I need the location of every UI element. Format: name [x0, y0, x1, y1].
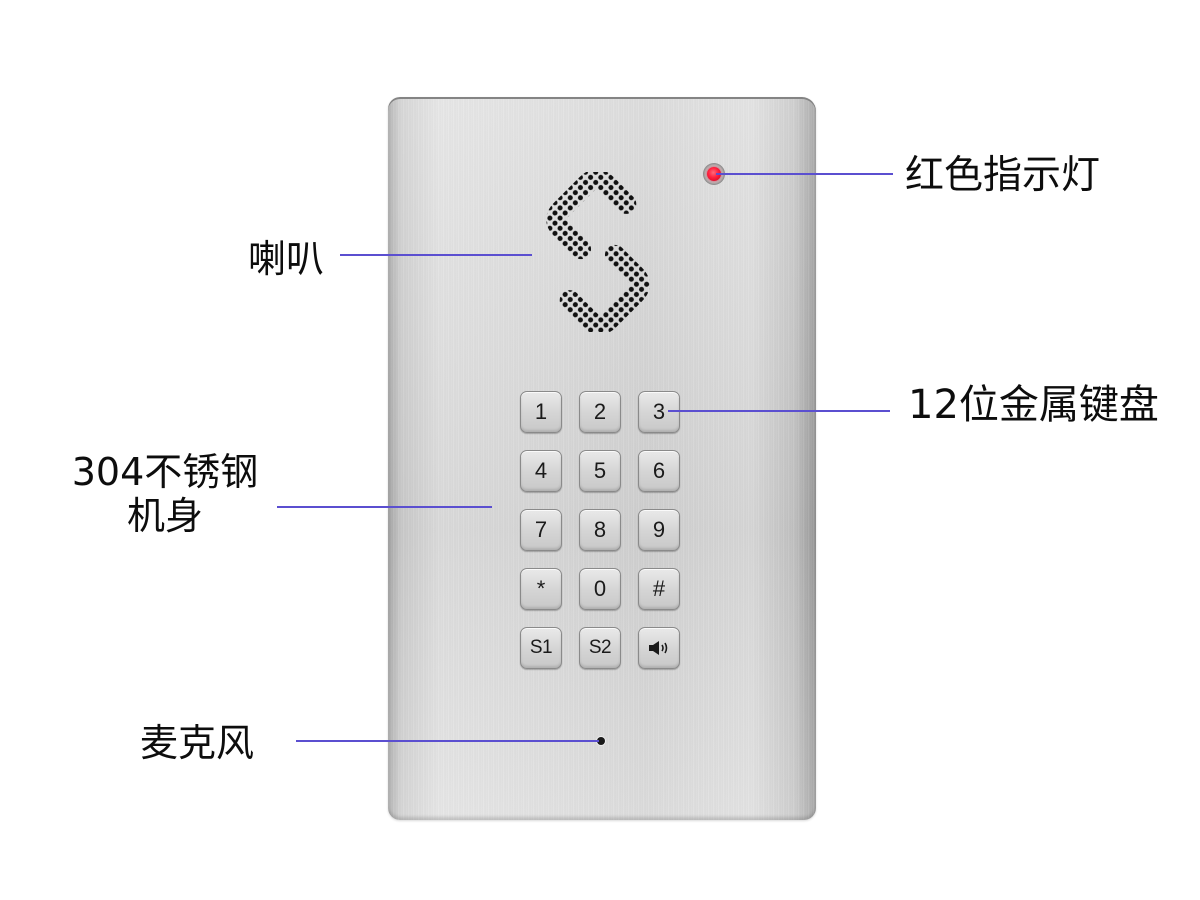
callout-label-body: 304不锈钢 机身: [52, 450, 278, 538]
key-9[interactable]: 9: [638, 509, 680, 551]
key-star[interactable]: *: [520, 568, 562, 610]
indicator-led-ring: [703, 163, 725, 185]
key-1[interactable]: 1: [520, 391, 562, 433]
key-s1[interactable]: S1: [520, 627, 562, 669]
key-4[interactable]: 4: [520, 450, 562, 492]
key-6[interactable]: 6: [638, 450, 680, 492]
callout-line-microphone: [296, 740, 599, 742]
key-hash[interactable]: #: [638, 568, 680, 610]
callout-label-body-line2: 机身: [126, 494, 203, 538]
key-7[interactable]: 7: [520, 509, 562, 551]
callout-line-speaker: [340, 254, 532, 256]
key-8[interactable]: 8: [579, 509, 621, 551]
callout-line-indicator: [716, 173, 893, 175]
key-3[interactable]: 3: [638, 391, 680, 433]
key-0[interactable]: 0: [579, 568, 621, 610]
callout-label-keypad: 12位金属键盘: [908, 382, 1159, 428]
metal-keypad: 1 2 3 4 5 6 7 8 9 * 0 # S1 S2: [520, 391, 682, 669]
callout-label-body-line1: 304不锈钢: [71, 450, 259, 494]
key-5[interactable]: 5: [579, 450, 621, 492]
callout-label-microphone: 麦克风: [140, 721, 255, 765]
key-speaker[interactable]: [638, 627, 680, 669]
callout-label-speaker: 喇叭: [248, 237, 325, 281]
microphone-hole-icon: [597, 737, 605, 745]
red-indicator-led-icon: [707, 167, 721, 181]
callout-line-keypad: [668, 410, 890, 412]
speaker-volume-icon: [649, 641, 668, 655]
speaker-grille-icon: [522, 172, 674, 332]
key-2[interactable]: 2: [579, 391, 621, 433]
callout-line-body: [277, 506, 492, 508]
key-s2[interactable]: S2: [579, 627, 621, 669]
callout-label-indicator-light: 红色指示灯: [905, 153, 1101, 198]
